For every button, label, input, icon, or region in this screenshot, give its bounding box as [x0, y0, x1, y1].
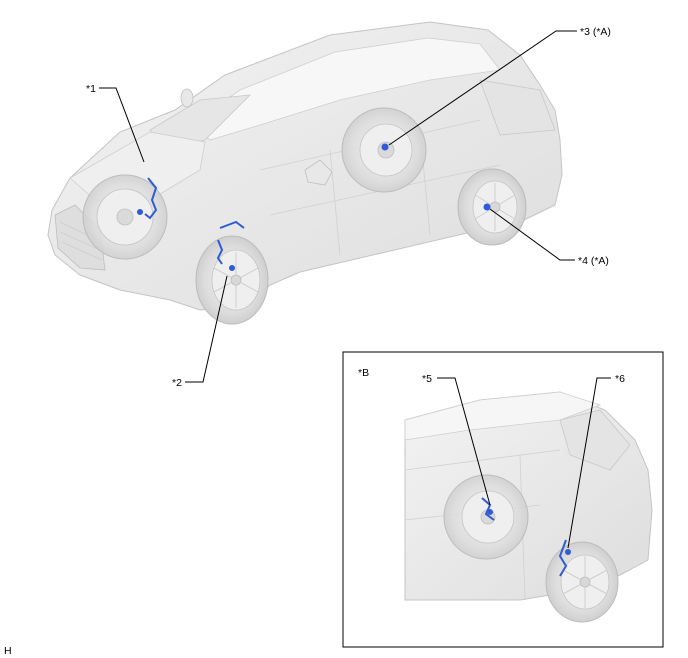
vehicle-side-mirror: [304, 159, 333, 186]
vehicle-roof: [189, 37, 501, 141]
rear-right-wheel: [457, 168, 527, 246]
inset-b: *B *5 *6: [342, 351, 664, 648]
callout-2: *2: [172, 275, 228, 389]
front-left-sensor-harness: [144, 177, 158, 220]
vehicle-front-grille: [54, 204, 106, 271]
inset-rear-left-sensor: [487, 509, 493, 515]
inset-rear-left-wheel: [443, 474, 529, 560]
callout-6-label: *6: [615, 373, 625, 385]
front-left-sensor: [137, 209, 143, 215]
callout-1-label: *1: [86, 83, 96, 95]
inset-rear-window: [559, 409, 631, 471]
callout-6: *6: [567, 373, 625, 549]
callout-5-label: *5: [422, 373, 432, 385]
callout-4: *4 (*A): [489, 208, 609, 267]
rear-right-sensor: [483, 203, 491, 211]
front-right-wheel: [195, 235, 269, 325]
inset-rear-left-harness: [481, 497, 495, 521]
rear-left-sensor: [381, 143, 389, 151]
callout-2-label: *2: [172, 377, 182, 389]
inset-rear-right-sensor: [565, 549, 571, 555]
callout-5: *5: [422, 373, 491, 506]
front-left-wheel: [82, 174, 168, 260]
vehicle-left-mirror: [180, 88, 194, 108]
callout-3-label: *3 (*A): [580, 26, 611, 38]
callout-1: *1: [86, 83, 145, 163]
inset-rear-right-wheel: [545, 541, 619, 623]
front-right-sensor-harness: [216, 220, 245, 265]
vehicle-rear-window: [479, 79, 556, 136]
main-vehicle: [47, 21, 563, 325]
callout-3: *3 (*A): [388, 26, 611, 146]
corner-mark: H: [4, 645, 12, 657]
front-right-sensor: [229, 265, 235, 271]
inset-b-label: *B: [358, 367, 369, 379]
inset-rear-right-harness: [558, 539, 568, 577]
vehicle-body: [47, 21, 563, 311]
inset-vehicle-roof: [404, 391, 602, 441]
callout-4-label: *4 (*A): [578, 255, 609, 267]
